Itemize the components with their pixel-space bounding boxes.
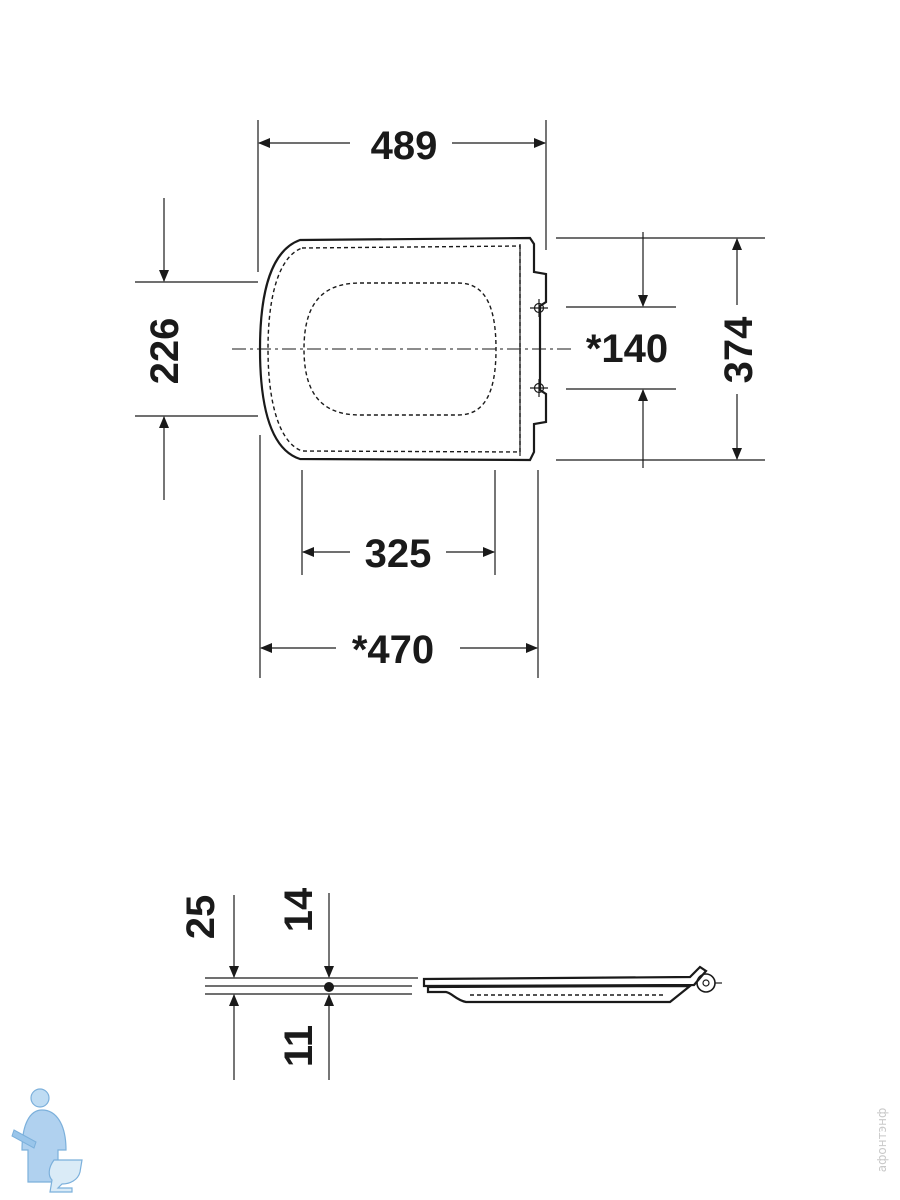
dim-label-25: 25 [179, 895, 223, 940]
reference-point [324, 982, 334, 992]
hinge-hole-top [530, 299, 548, 317]
top-view: 489 226 *140 374 325 *470 [135, 120, 765, 678]
dim-label-140: *140 [586, 327, 668, 371]
dim-label-14: 14 [277, 887, 321, 932]
hinge-profile [696, 973, 722, 993]
dim-label-325: 325 [365, 532, 432, 576]
lid-profile [422, 965, 708, 988]
dim-label-489: 489 [371, 124, 438, 168]
dim-label-11: 11 [277, 1025, 321, 1067]
dim-label-226: 226 [143, 318, 187, 385]
dim-label-374: 374 [717, 316, 761, 383]
dim-label-470: *470 [352, 628, 434, 672]
hinge-hole-bottom [530, 379, 548, 397]
watermark-text: афонтэнф [875, 1108, 889, 1172]
side-view: 25 14 11 [179, 887, 722, 1080]
seat-rim-dashed [267, 245, 521, 453]
plumber-logo [11, 1088, 83, 1193]
seat-profile [426, 984, 694, 1004]
seat-opening-dashed [303, 282, 497, 416]
